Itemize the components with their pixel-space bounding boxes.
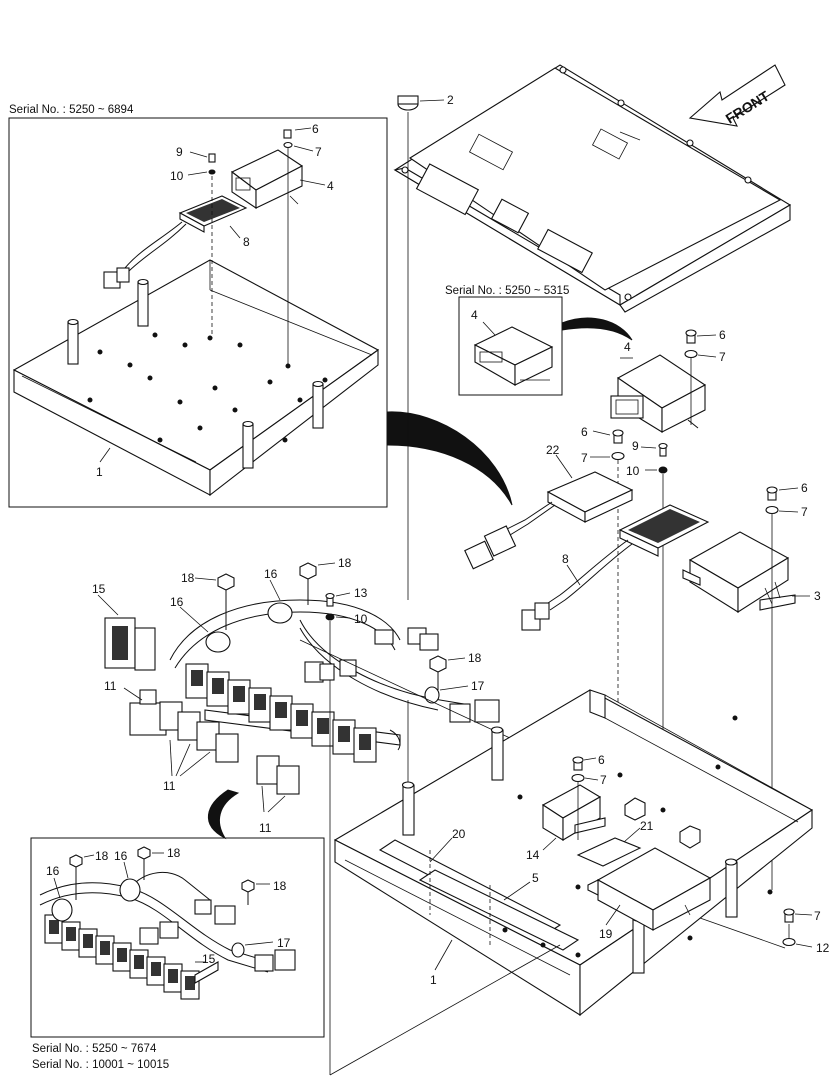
- callout-3: 3: [814, 589, 821, 603]
- inset-frame-bottom-left: [30, 837, 325, 1038]
- spacer-blocks: [624, 797, 701, 849]
- callout-22: 22: [546, 443, 560, 457]
- callout-15-bottom: 15: [202, 952, 216, 966]
- callout-13: 13: [354, 586, 368, 600]
- callout-6-d: 6: [598, 753, 605, 767]
- callout-7-a: 7: [719, 350, 726, 364]
- callout-11-b: 11: [163, 779, 176, 793]
- callout-7-d: 7: [600, 773, 607, 787]
- nut-part-2: 2: [397, 93, 454, 785]
- bolt-part-18-b: 18: [299, 556, 352, 605]
- fasteners-inset: [208, 129, 293, 366]
- serial-note-bottom-1: Serial No. : 5250 ~ 7674: [32, 1043, 157, 1055]
- callouts-top-left: 9 6 7 10 4 8 1: [96, 122, 334, 479]
- callout-4-main: 4: [624, 340, 631, 354]
- bolt-part-18-c: 18: [429, 651, 482, 690]
- relay-row-bottom: [44, 914, 219, 1000]
- callout-6-c: 6: [801, 481, 808, 495]
- callout-7-c: 7: [801, 505, 808, 519]
- serial-note-small: Serial No. : 5250 ~ 5315: [445, 285, 569, 297]
- callout-7-e: 12: [816, 941, 830, 955]
- screw-washer-6-7-right: 6 7: [765, 481, 808, 890]
- callout-18-f: 18: [273, 879, 287, 893]
- callout-11-c: 11: [259, 821, 272, 835]
- fuse-block-part-15: 15: [92, 582, 156, 671]
- callout-1-main: 1: [430, 973, 437, 987]
- relay-part-12: 14: [526, 784, 606, 862]
- callout-14: 20: [452, 827, 466, 841]
- callout-19: 7: [814, 909, 821, 923]
- inset-box-small: Serial No. : 5250 ~ 5315 4: [445, 285, 569, 396]
- callout-16-a: 16: [264, 567, 278, 581]
- callout-18-b: 18: [338, 556, 352, 570]
- inset-box-top-left: Serial No. : 5250 ~ 6894: [8, 104, 388, 508]
- base-plate-inset: [12, 259, 380, 497]
- serial-note-top-left: Serial No. : 5250 ~ 6894: [9, 104, 134, 116]
- callout-17-bottom: 17: [277, 936, 291, 950]
- relays-part-11: 11 11 11: [104, 679, 300, 835]
- callout-4: 4: [327, 179, 334, 193]
- module-part-22: 22: [464, 443, 634, 570]
- callout-21: 21: [640, 819, 654, 833]
- callout-1: 1: [96, 465, 103, 479]
- resistor-part-8: 8: [521, 504, 710, 631]
- relay-harness-assembly: 15 16 16 18 18 18: [92, 556, 601, 835]
- callout-18-c: 18: [468, 651, 482, 665]
- relay-block-row: [185, 663, 377, 763]
- callout-6-b: 6: [581, 425, 588, 439]
- callout-8: 8: [243, 235, 250, 249]
- controller-part-4: 4: [610, 340, 707, 433]
- callout-20: 5: [532, 871, 539, 885]
- front-arrow: FRONT: [688, 64, 786, 127]
- inset-connector-arc-small: [561, 317, 633, 341]
- callout-2: 2: [447, 93, 454, 107]
- callout-18-a: 18: [181, 571, 195, 585]
- grommet-part-17: 17: [424, 679, 500, 723]
- inset-connector-arc-bottom: [207, 789, 240, 840]
- callout-16-c: 16: [46, 864, 60, 878]
- callout-6: 6: [312, 122, 319, 136]
- callouts-bottom-left: 16 18 16 18 18 17 15: [46, 846, 291, 966]
- callout-7-b: 7: [581, 451, 588, 465]
- screw-part-13-washer-10: 13 10: [325, 586, 368, 780]
- controller-part-4-inset: [230, 149, 304, 210]
- inset-frame-top-left: [8, 117, 388, 508]
- callout-10-main: 10: [626, 464, 640, 478]
- callout-7: 7: [315, 145, 322, 159]
- clamp-part-16-a: [267, 602, 293, 624]
- resistor-part-8-inset: [103, 195, 248, 289]
- callout-10: 10: [170, 169, 184, 183]
- callout-18-e: 18: [167, 846, 181, 860]
- pad-part-21: 21: [576, 819, 654, 867]
- callout-6-a: 6: [719, 328, 726, 342]
- base-plate-main: 20 5 1: [333, 689, 814, 1017]
- callout-9-main: 9: [632, 439, 639, 453]
- inset-box-bottom-left: 16 18 16 18 18 17 15: [30, 837, 325, 1038]
- callout-8-main: 8: [562, 552, 569, 566]
- bolt-part-18-a: 18: [181, 571, 235, 630]
- module-part-3: 3: [682, 531, 821, 614]
- inset-connector-arc-top: [387, 411, 513, 506]
- callout-17-main: 17: [471, 679, 485, 693]
- clamp-part-16-b: [205, 631, 231, 653]
- ecu-controller-top: [393, 64, 792, 313]
- callout-9: 9: [176, 145, 183, 159]
- callout-11-a: 11: [104, 679, 117, 693]
- serial-note-bottom-2: Serial No. : 10001 ~ 10015: [32, 1059, 169, 1071]
- screw-washer-19-7: 7 12: [699, 908, 830, 955]
- callout-5: 19: [599, 927, 613, 941]
- callout-15-main: 15: [92, 582, 106, 596]
- screw-washer-6-7-lower: 6 7: [571, 753, 607, 840]
- callout-16-d: 16: [114, 849, 128, 863]
- inset-frame-small: [458, 296, 563, 396]
- screw-washer-6-7-upper: 6 7: [684, 328, 726, 425]
- controller-part-5: 19: [587, 847, 712, 941]
- callout-16-b: 16: [170, 595, 184, 609]
- callout-4-small: 4: [471, 308, 478, 322]
- callout-12: 14: [526, 848, 540, 862]
- callout-18-d: 18: [95, 849, 109, 863]
- callout-10-harness: 10: [354, 612, 368, 626]
